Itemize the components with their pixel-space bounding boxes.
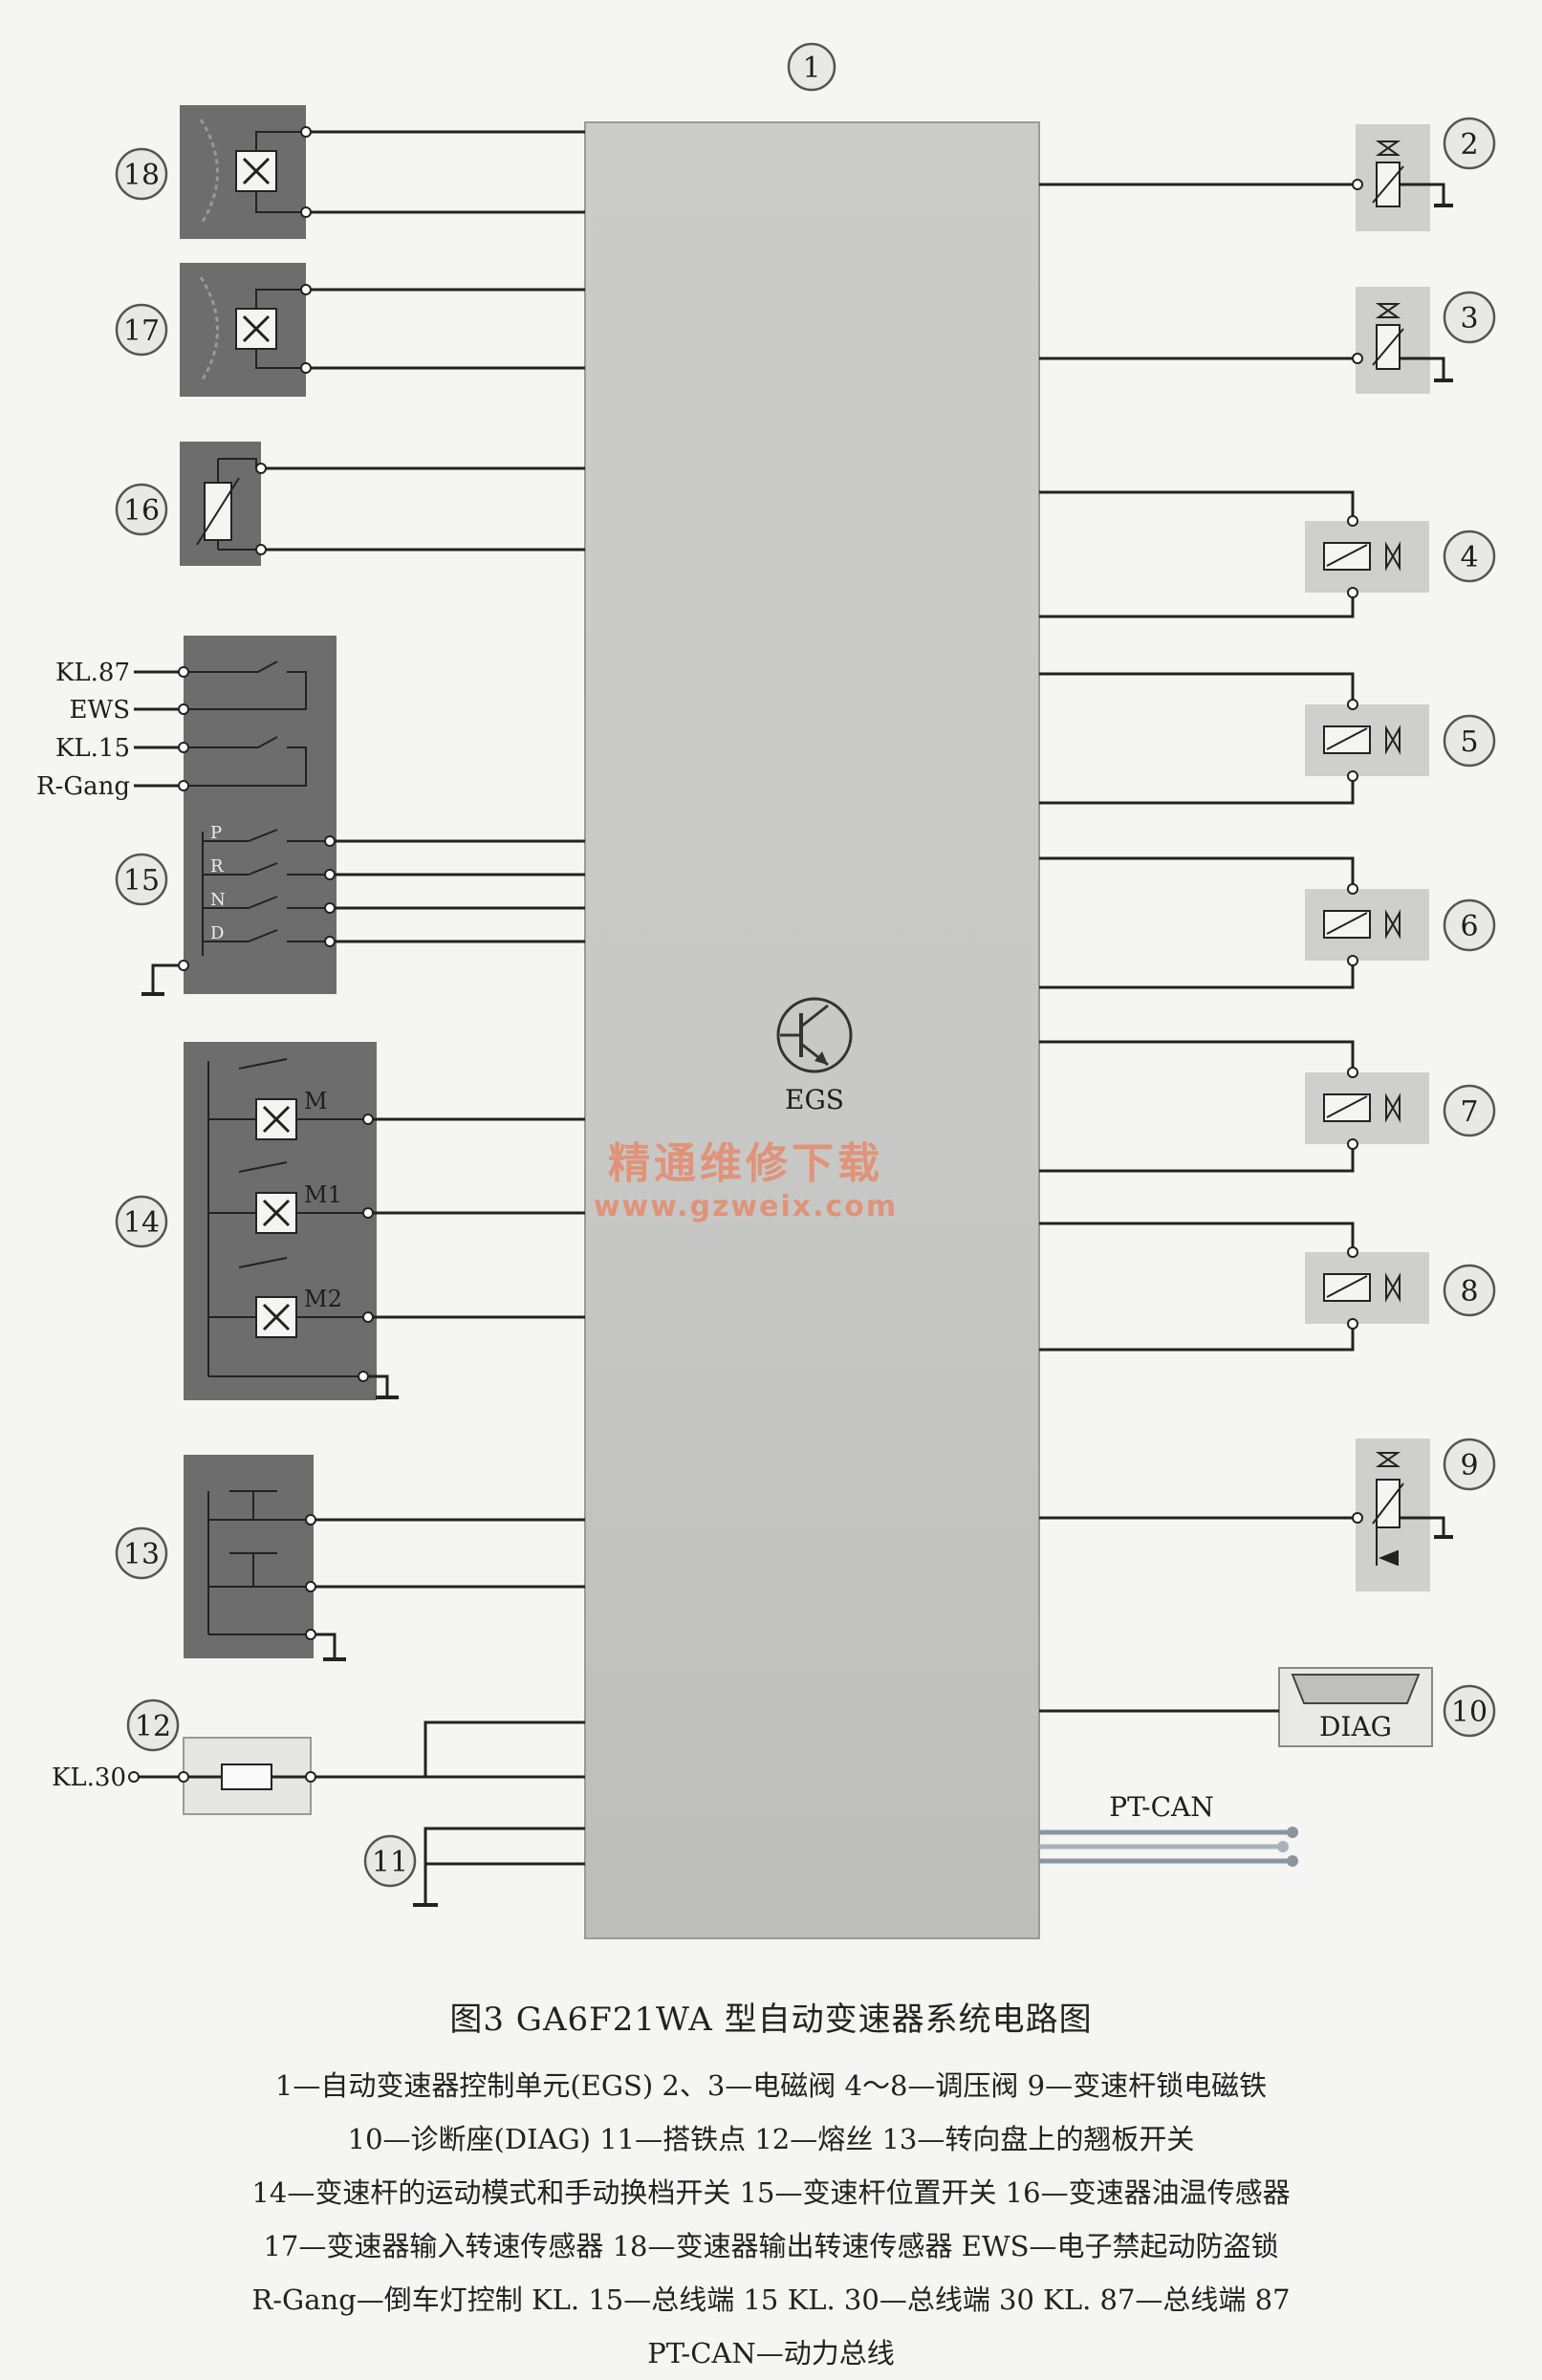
oil-temp-sensor-16: 16 bbox=[115, 442, 585, 566]
legend-line-1: 1—自动变速器控制单元(EGS) 2、3—电磁阀 4～8—调压阀 9—变速杆锁电… bbox=[274, 2069, 1268, 2102]
figure-title: 图3 GA6F21WA 型自动变速器系统电路图 bbox=[449, 2001, 1093, 2039]
callout-17: 17 bbox=[123, 314, 160, 348]
callout-11: 11 bbox=[372, 1846, 408, 1879]
diagnostic-socket-10: DIAG 10 bbox=[1039, 1667, 1496, 1747]
pos-p: P bbox=[210, 823, 222, 843]
terminal-ews: EWS bbox=[69, 696, 130, 725]
callout-8: 8 bbox=[1460, 1275, 1478, 1309]
terminal-kl30: KL.30 bbox=[52, 1763, 126, 1792]
legend-line-5: R-Gang—倒车灯控制 KL. 15—总线端 15 KL. 30—总线端 30… bbox=[251, 2283, 1291, 2316]
callout-4: 4 bbox=[1460, 541, 1478, 574]
ground-point-11: 11 bbox=[363, 1827, 585, 1907]
ecu-label: EGS bbox=[785, 1084, 844, 1115]
pt-can-bus: PT-CAN bbox=[1039, 1791, 1298, 1867]
callout-15: 15 bbox=[123, 864, 160, 898]
shift-lock-solenoid-9: 9 bbox=[1039, 1438, 1496, 1591]
circuit-diagram: 1 EGS 精通维修下载 www.gzweix.com 18 bbox=[36, 42, 1496, 1939]
legend-line-2: 10—诊断座(DIAG) 11—搭铁点 12—熔丝 13—转向盘上的翘板开关 bbox=[347, 2123, 1195, 2155]
paddle-switch-13: 13 bbox=[115, 1455, 585, 1661]
terminal-rgang: R-Gang bbox=[36, 772, 130, 801]
figure-caption: 图3 GA6F21WA 型自动变速器系统电路图 1—自动变速器控制单元(EGS)… bbox=[0, 1993, 1542, 2380]
callout-10: 10 bbox=[1451, 1696, 1488, 1729]
pos-n: N bbox=[210, 890, 226, 910]
transistor-symbol bbox=[776, 997, 853, 1073]
pos-d: D bbox=[210, 923, 224, 943]
pressure-valve-6: 6 bbox=[1039, 856, 1496, 989]
callout-6: 6 bbox=[1460, 910, 1478, 943]
mode-m: M bbox=[304, 1088, 328, 1114]
selector-position-switch-15: P R N D KL.87 EWS KL.15 R-Gang 15 bbox=[36, 636, 585, 996]
callout-3: 3 bbox=[1460, 302, 1478, 335]
ecu-egs-unit: 1 EGS bbox=[584, 42, 1040, 1939]
pressure-valve-5: 5 bbox=[1039, 672, 1496, 805]
callout-16: 16 bbox=[123, 494, 160, 528]
watermark: 精通维修下载 www.gzweix.com bbox=[594, 1139, 898, 1223]
callout-18: 18 bbox=[123, 159, 160, 192]
bus-label: PT-CAN bbox=[1109, 1791, 1214, 1823]
terminal-kl15: KL.15 bbox=[55, 734, 130, 763]
ecu-number: 1 bbox=[802, 52, 820, 85]
legend-line-4: 17—变速器输入转速传感器 18—变速器输出转速传感器 EWS—电子禁起动防盗锁 bbox=[263, 2230, 1279, 2262]
terminal-kl87: KL.87 bbox=[55, 659, 130, 687]
pos-r: R bbox=[210, 856, 224, 876]
diag-label: DIAG bbox=[1319, 1711, 1392, 1742]
mode-manual-switch-14: M M1 M2 14 bbox=[115, 1042, 585, 1400]
pressure-valve-4: 4 bbox=[1039, 490, 1496, 618]
input-speed-sensor-17: 17 bbox=[115, 263, 585, 397]
callout-7: 7 bbox=[1460, 1095, 1478, 1129]
pressure-valve-7: 7 bbox=[1039, 1040, 1496, 1173]
callout-14: 14 bbox=[123, 1206, 160, 1240]
callout-12: 12 bbox=[135, 1710, 171, 1743]
pressure-valve-8: 8 bbox=[1039, 1222, 1496, 1352]
callout-9: 9 bbox=[1460, 1449, 1478, 1482]
watermark-line2: www.gzweix.com bbox=[594, 1190, 898, 1223]
fuse-12: KL.30 12 bbox=[52, 1698, 585, 1815]
mode-m2: M2 bbox=[304, 1286, 342, 1312]
output-speed-sensor-18: 18 bbox=[115, 105, 585, 239]
watermark-line1: 精通维修下载 bbox=[608, 1139, 883, 1188]
legend-line-6: PT-CAN—动力总线 bbox=[647, 2337, 895, 2369]
callout-5: 5 bbox=[1460, 725, 1478, 759]
legend-line-3: 14—变速杆的运动模式和手动换档开关 15—变速杆位置开关 16—变速器油温传感… bbox=[251, 2176, 1291, 2209]
solenoid-valve-3: 3 bbox=[1039, 287, 1496, 394]
callout-2: 2 bbox=[1460, 128, 1478, 162]
solenoid-valve-2: 2 bbox=[1039, 117, 1496, 231]
callout-13: 13 bbox=[123, 1538, 160, 1571]
mode-m1: M1 bbox=[304, 1181, 342, 1208]
